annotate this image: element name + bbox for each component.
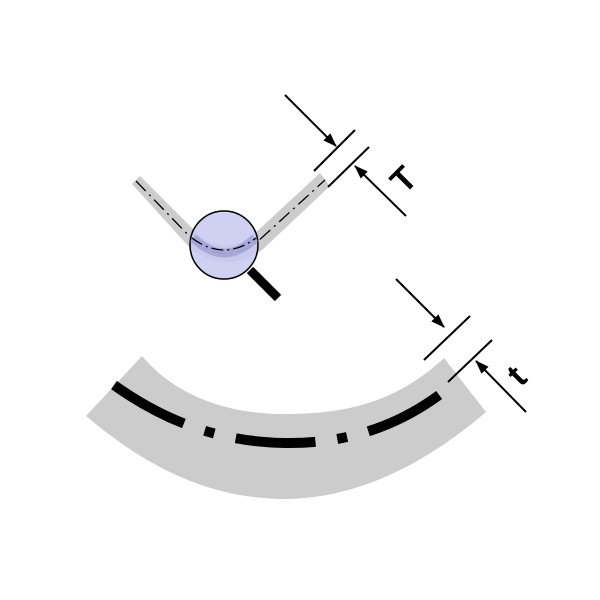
upper-thickness-label: T (383, 159, 425, 201)
lower-curved-strip (86, 356, 486, 500)
lower-centerline (111, 380, 456, 449)
lower-thickness-label: t (500, 359, 535, 394)
magnifier-icon (189, 210, 282, 302)
